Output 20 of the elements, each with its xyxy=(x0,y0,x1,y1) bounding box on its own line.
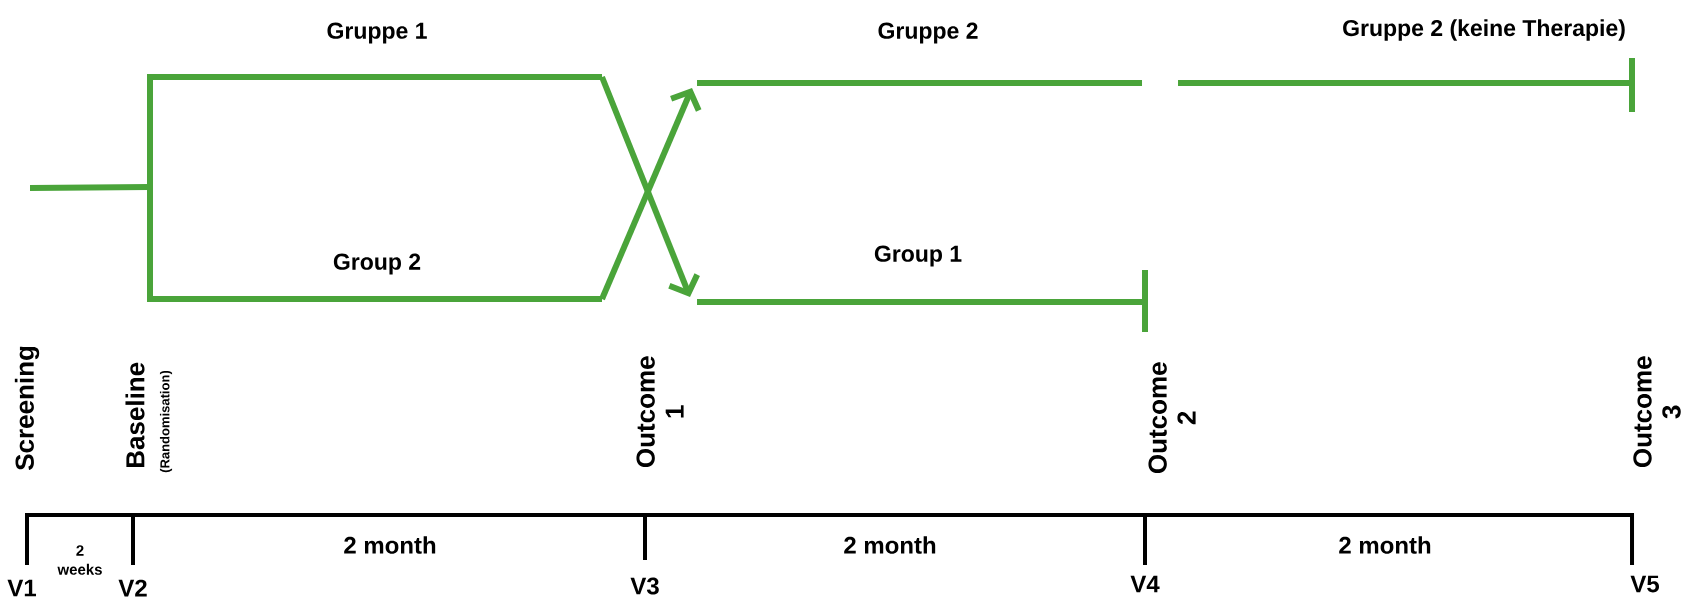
timepoint-label: Baseline xyxy=(125,362,145,468)
visit-label: V3 xyxy=(630,577,659,595)
timepoint-label: Outcome 2 xyxy=(1148,362,1196,474)
group-label: Gruppe 1 xyxy=(327,22,427,44)
timepoint-note: (Randomisation) xyxy=(159,370,173,473)
group-label: Group 2 xyxy=(333,253,421,275)
timepoint-label: Screening xyxy=(14,346,40,471)
visit-label: V2 xyxy=(118,579,147,597)
timepoint-label: Outcome 1 xyxy=(636,356,684,468)
visit-label: V5 xyxy=(1630,575,1659,593)
visit-label: V1 xyxy=(7,579,36,597)
duration-label: 2 month xyxy=(844,536,936,554)
duration-label: 2 weeks xyxy=(57,545,102,575)
duration-label: 2 month xyxy=(1339,536,1431,554)
group-label: Gruppe 2 (keine Therapie) xyxy=(1343,19,1625,41)
duration-label: 2 month xyxy=(344,536,436,554)
group-label: Group 1 xyxy=(874,245,962,267)
timepoint-label: Outcome 3 xyxy=(1633,356,1681,468)
group-label: Gruppe 2 xyxy=(878,22,978,44)
visit-label: V4 xyxy=(1130,575,1160,593)
